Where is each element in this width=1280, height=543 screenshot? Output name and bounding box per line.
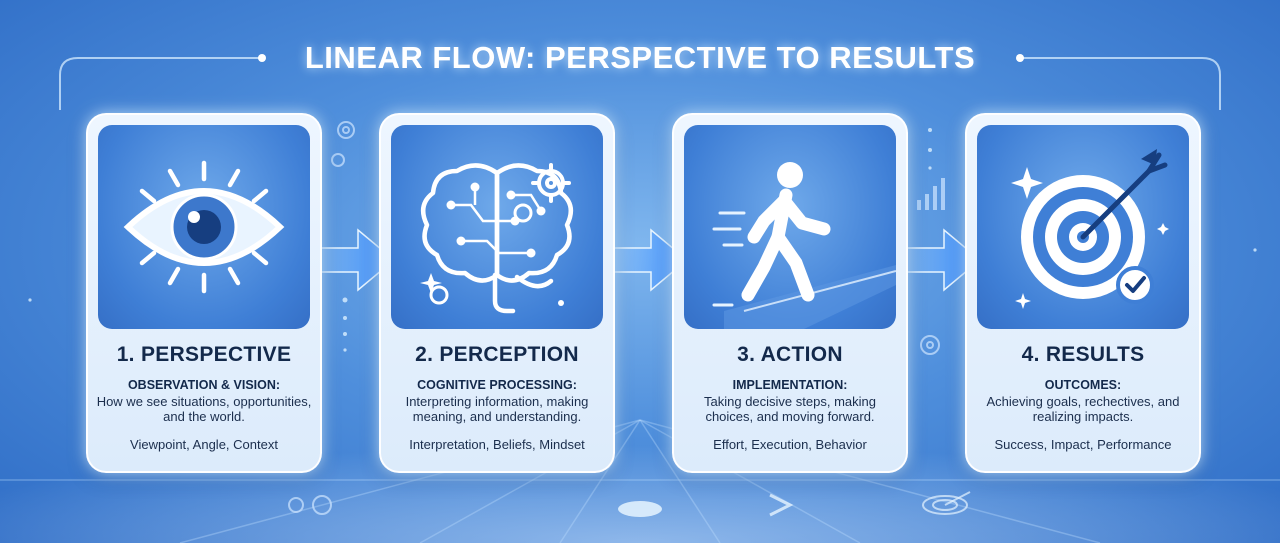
step-tags: Interpretation, Beliefs, Mindset [409, 437, 585, 452]
page-title: LINEAR FLOW: PERSPECTIVE TO RESULTS [304, 40, 976, 75]
eye-icon [123, 160, 285, 294]
step-illustration [977, 125, 1189, 329]
target-arrow-icon [1011, 149, 1169, 309]
step-illustration [98, 125, 310, 329]
step-title: 1. PERSPECTIVE [116, 343, 292, 366]
step-tags: Effort, Execution, Behavior [713, 437, 867, 452]
step-description: How we see situations, opportunities, an… [96, 394, 312, 424]
step-tags: Viewpoint, Angle, Context [130, 437, 278, 452]
step-title: 3. ACTION [737, 343, 843, 366]
step-subtitle: OUTCOMES: [1044, 378, 1122, 392]
step-card-results: 4. RESULTS OUTCOMES: Achieving goals, re… [965, 113, 1201, 473]
step-description: Achieving goals, rechectives, and realiz… [986, 394, 1180, 424]
step-subtitle: COGNITIVE PROCESSING: [417, 378, 577, 392]
step-title: 2. PERCEPTION [415, 343, 579, 366]
step-description: Taking decisive steps, making choices, a… [704, 394, 876, 424]
brain-gear-icon [420, 163, 574, 314]
step-card-perception: 2. PERCEPTION COGNITIVE PROCESSING: Inte… [379, 113, 615, 473]
step-subtitle: IMPLEMENTATION: [732, 378, 848, 392]
walking-person-icon [712, 162, 896, 329]
step-card-action: 3. ACTION IMPLEMENTATION: Taking decisiv… [672, 113, 908, 473]
step-tags: Success, Impact, Performance [994, 437, 1172, 452]
step-description: Interpreting information, making meaning… [405, 394, 589, 424]
step-title: 4. RESULTS [1021, 343, 1145, 366]
step-illustration [391, 125, 603, 329]
step-card-perspective: 1. PERSPECTIVE OBSERVATION & VISION: How… [86, 113, 322, 473]
step-subtitle: OBSERVATION & VISION: [127, 378, 281, 392]
step-illustration [684, 125, 896, 329]
